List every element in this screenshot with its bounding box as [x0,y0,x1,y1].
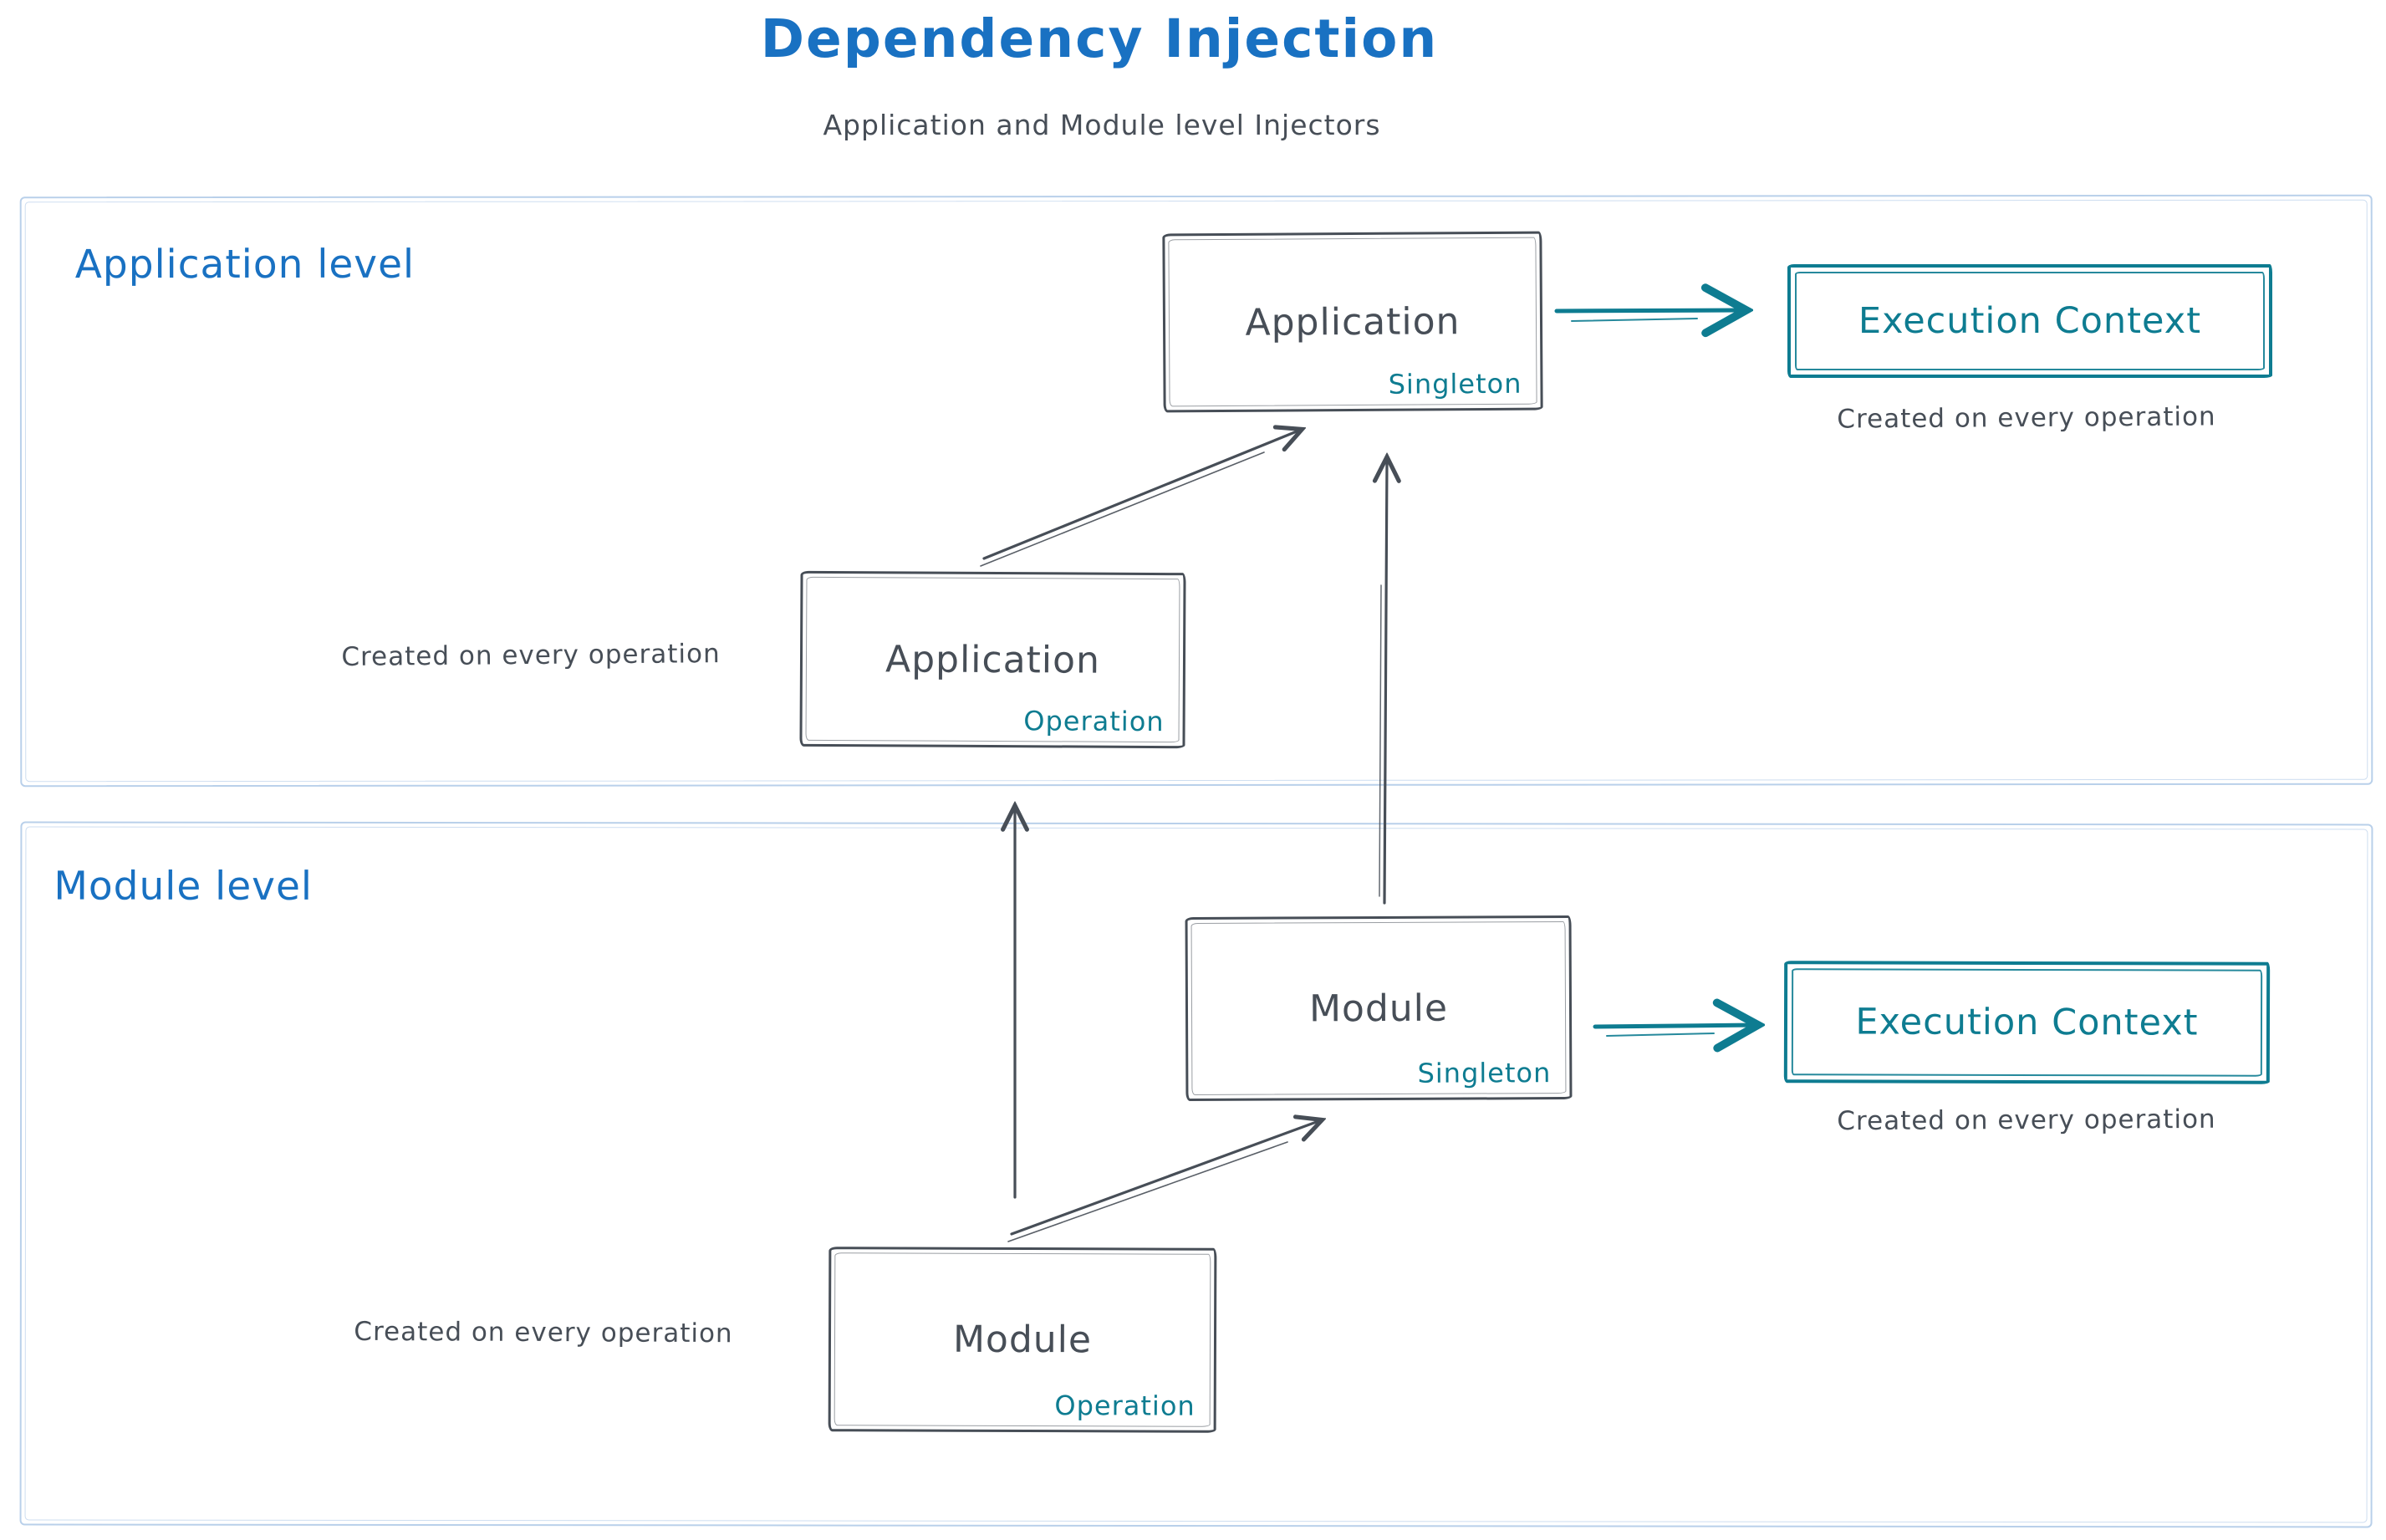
node-module-operation-badge: Operation [1054,1390,1196,1422]
page-subtitle: Application and Module level Injectors [823,109,1381,141]
node-execution-context-application-title: Execution Context [1858,300,2202,342]
node-execution-context-module-title: Execution Context [1855,1001,2199,1044]
node-module-operation-title: Module [952,1318,1093,1362]
caption-execution-context-module: Created on every operation [1837,1104,2216,1137]
node-application-operation-title: Application [885,637,1101,682]
node-execution-context-module: Execution Context [1783,961,2271,1084]
section-label-module-level: Module level [54,863,313,910]
node-module-singleton-title: Module [1308,987,1449,1030]
node-execution-context-application: Execution Context [1787,264,2272,378]
node-module-singleton-badge: Singleton [1417,1057,1552,1089]
node-application-singleton-badge: Singleton [1388,367,1522,400]
node-module-singleton: Module Singleton [1185,915,1573,1102]
node-module-operation: Module Operation [828,1247,1217,1433]
node-application-operation-badge: Operation [1023,705,1165,738]
section-label-application-level: Application level [74,241,416,288]
node-application-singleton-title: Application [1245,299,1461,344]
page-title: Dependency Injection [760,8,1439,69]
caption-execution-context-application: Created on every operation [1837,401,2216,435]
node-application-singleton: Application Singleton [1162,231,1543,413]
node-application-operation: Application Operation [799,570,1186,749]
caption-application-operation: Created on every operation [341,639,721,672]
caption-module-operation: Created on every operation [354,1316,733,1349]
